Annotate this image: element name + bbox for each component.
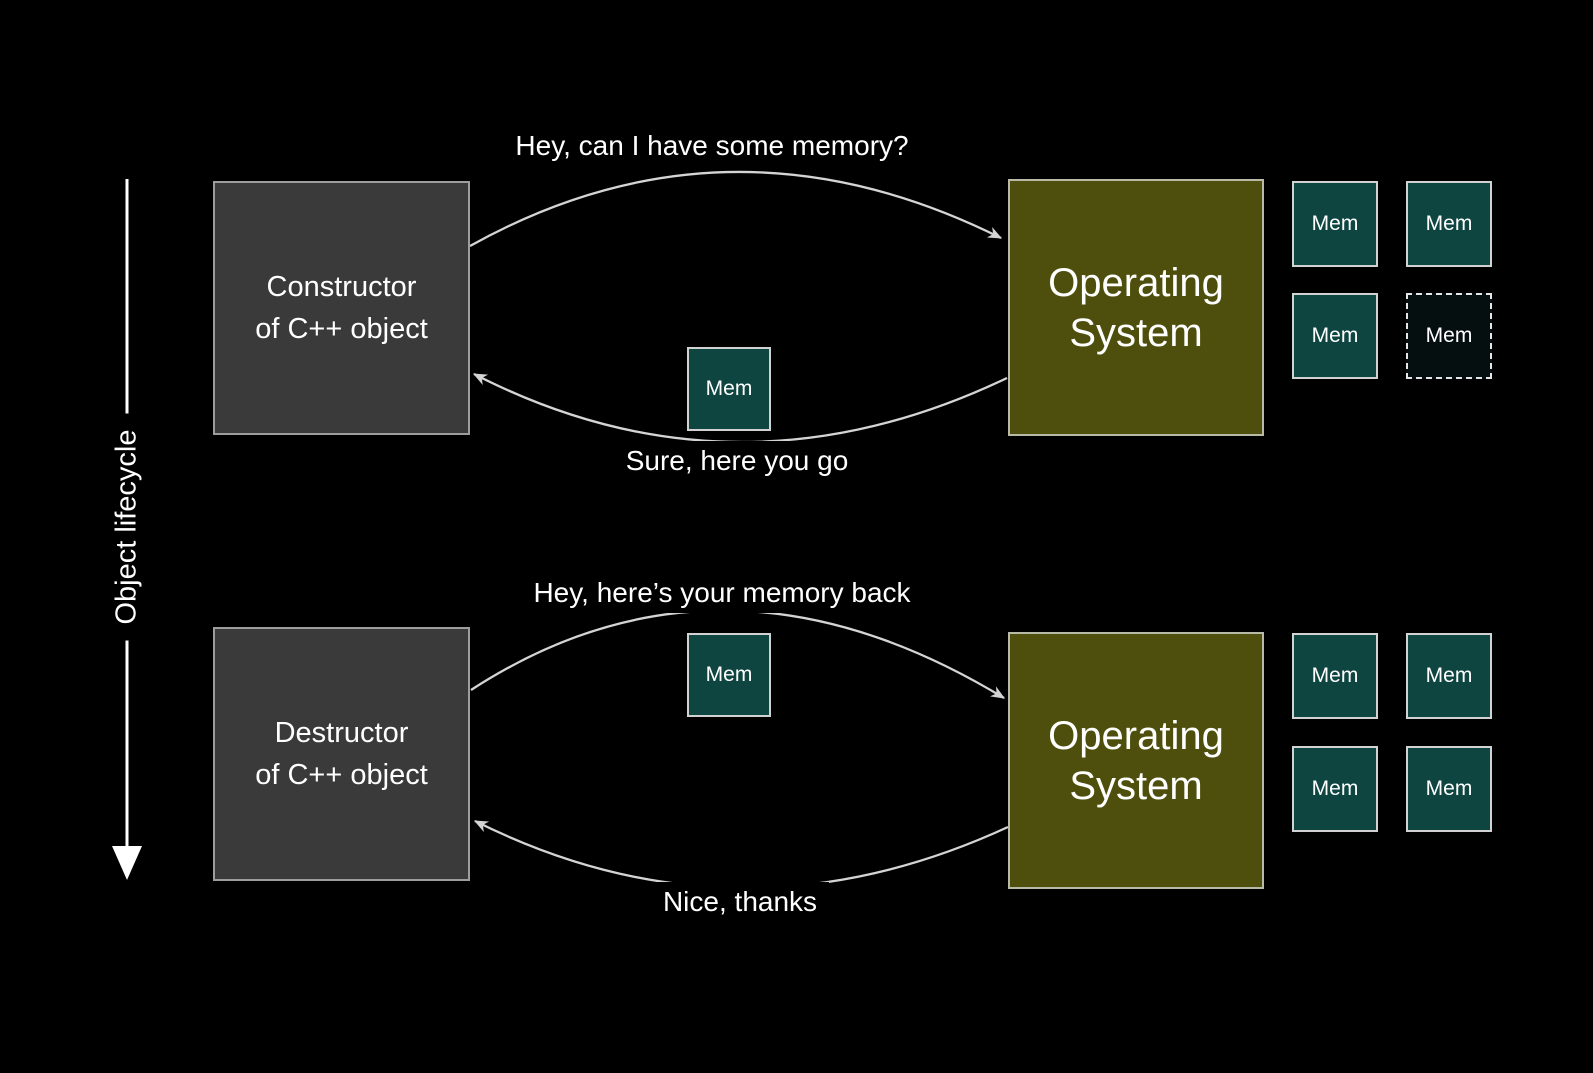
mem-label: Mem — [1311, 664, 1359, 687]
thanks-arc — [473, 819, 1009, 890]
mem-label: Mem — [1425, 777, 1473, 800]
mem-label: Mem — [1311, 324, 1359, 347]
mem-block: Mem — [1406, 746, 1492, 832]
mem-block: Mem — [1406, 633, 1492, 719]
mem-block: Mem — [1292, 633, 1378, 719]
destructor-box: Destructor of C++ object — [213, 627, 470, 881]
os-label-top: Operating System — [1048, 260, 1224, 355]
mem-label: Mem — [705, 377, 753, 400]
lifecycle-axis-label: Object lifecycle — [106, 413, 148, 641]
mem-label: Mem — [1425, 324, 1473, 347]
grant-memory-label: Sure, here you go — [613, 441, 861, 481]
mem-block-lent-out: Mem — [1406, 293, 1492, 379]
mem-block: Mem — [1292, 293, 1378, 379]
request-memory-label: Hey, can I have some memory? — [503, 126, 921, 166]
request-memory-arc — [469, 170, 1003, 248]
mem-label: Mem — [1311, 777, 1359, 800]
mem-block-in-transit-bottom: Mem — [687, 633, 771, 717]
mem-label: Mem — [705, 663, 753, 686]
mem-block: Mem — [1292, 181, 1378, 267]
mem-block: Mem — [1292, 746, 1378, 832]
return-memory-label: Hey, here’s your memory back — [521, 573, 923, 613]
constructor-box: Constructor of C++ object — [213, 181, 470, 435]
mem-label: Mem — [1311, 212, 1359, 235]
mem-block-in-transit-top: Mem — [687, 347, 771, 431]
mem-block: Mem — [1406, 181, 1492, 267]
lifecycle-arrowhead-icon — [112, 846, 142, 880]
os-box-top: Operating System — [1008, 179, 1264, 436]
os-label-bottom: Operating System — [1048, 713, 1224, 808]
constructor-label: Constructor of C++ object — [255, 270, 428, 345]
os-box-bottom: Operating System — [1008, 632, 1264, 889]
destructor-label: Destructor of C++ object — [255, 716, 428, 791]
mem-label: Mem — [1425, 212, 1473, 235]
thanks-label: Nice, thanks — [650, 882, 830, 922]
mem-label: Mem — [1425, 664, 1473, 687]
